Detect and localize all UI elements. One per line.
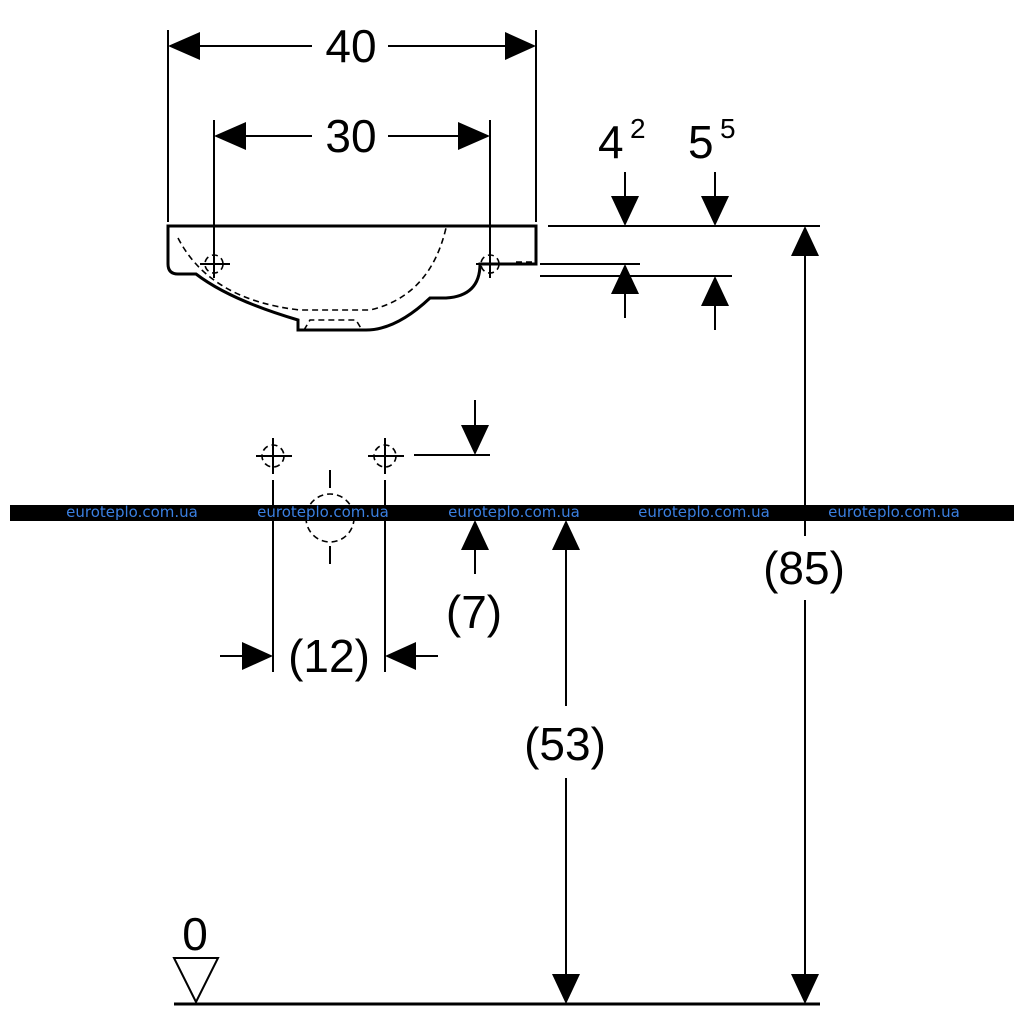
watermark-text: euroteplo.com.ua xyxy=(66,503,198,521)
dim-tap-spacing-label: (12) xyxy=(288,630,370,682)
floor-level: 0 xyxy=(172,908,820,1006)
dim-waste-height: (53) xyxy=(524,520,606,1004)
dim-rim-b-label: 5 xyxy=(688,116,714,168)
watermark-band: euroteplo.com.ua euroteplo.com.ua eurotepl… xyxy=(10,503,1014,521)
watermark-text: euroteplo.com.ua xyxy=(638,503,770,521)
dim-tap-offset-label: (7) xyxy=(446,586,502,638)
tap-connections xyxy=(256,438,404,672)
dim-total-height: (85) xyxy=(763,226,845,1004)
dim-waste-height-label: (53) xyxy=(524,718,606,770)
watermark-text: euroteplo.com.ua xyxy=(448,503,580,521)
dim-rim-b-sup: 5 xyxy=(720,113,736,144)
dim-width-outer-label: 40 xyxy=(325,20,376,72)
dim-rim-a-sup: 2 xyxy=(630,113,646,144)
dim-width-holes: 30 xyxy=(213,110,491,262)
watermark-texts: euroteplo.com.ua euroteplo.com.ua eurotepl… xyxy=(66,503,960,521)
watermark-text: euroteplo.com.ua xyxy=(257,503,389,521)
dim-rim-a-label: 4 xyxy=(598,116,624,168)
watermark-text: euroteplo.com.ua xyxy=(828,503,960,521)
floor-level-label: 0 xyxy=(182,908,208,960)
dim-width-outer: 40 xyxy=(167,20,537,222)
dim-tap-spacing: (12) xyxy=(220,630,438,682)
dim-tap-offset: (7) xyxy=(414,400,502,638)
dim-rim-heights: 4 2 5 5 xyxy=(540,113,820,330)
dim-total-height-label: (85) xyxy=(763,542,845,594)
basin-section xyxy=(166,224,538,332)
dim-width-holes-label: 30 xyxy=(325,110,376,162)
